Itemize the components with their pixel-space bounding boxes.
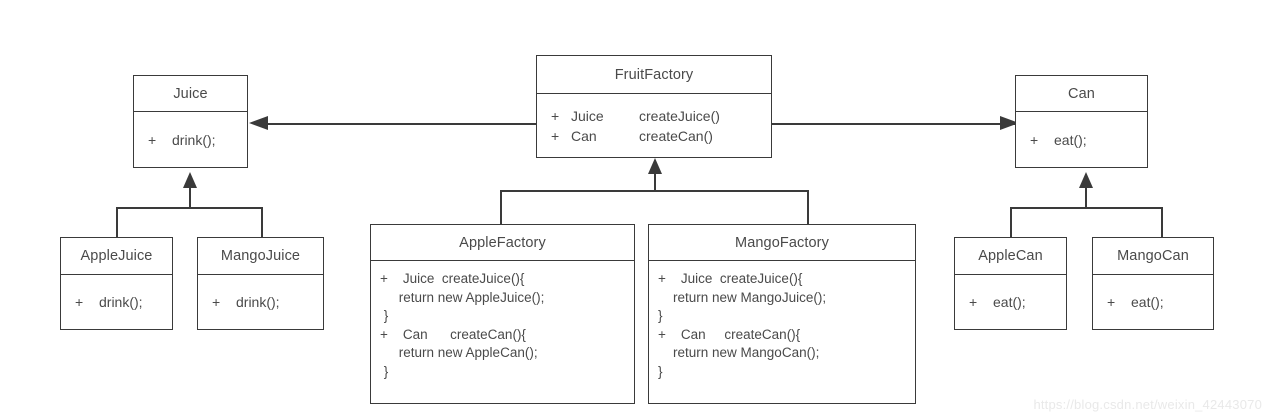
class-name-can: Can [1016, 76, 1147, 112]
watermark-text: https://blog.csdn.net/weixin_42443070 [1033, 397, 1262, 412]
visibility-marker: + [212, 294, 221, 310]
inheritance-drop-mangofactory [807, 190, 809, 225]
class-members-mangojuice: + drink(); [198, 275, 323, 329]
inheritance-stem-juice [189, 186, 191, 208]
member-signature: eat(); [993, 294, 1026, 310]
inheritance-stem-can [1085, 186, 1087, 208]
visibility-marker: + [969, 294, 978, 310]
visibility-marker: + [1107, 294, 1116, 310]
arrowhead-to-can [1000, 116, 1019, 130]
inheritance-stem-fruitfactory [654, 172, 656, 192]
class-box-can[interactable]: Can + eat(); [1015, 75, 1148, 168]
visibility-marker: + [551, 128, 560, 144]
code-line: } [380, 363, 389, 379]
class-box-applefactory[interactable]: AppleFactory + Juice createJuice(){ retu… [370, 224, 635, 404]
inheritance-drop-applejuice [116, 207, 118, 238]
code-line: return new MangoCan(); [658, 345, 820, 360]
class-members-mangofactory: + Juice createJuice(){ return new MangoJ… [649, 261, 915, 403]
code-line: return new MangoJuice(); [658, 289, 827, 305]
visibility-marker: + [148, 131, 157, 148]
connector-fruitfactory-to-juice [266, 123, 538, 125]
inheritance-triangle-fruitfactory [648, 158, 662, 174]
inheritance-bar-juice [116, 207, 263, 209]
class-name-applefactory: AppleFactory [371, 225, 634, 261]
member-signature: drink(); [236, 294, 280, 310]
member-signature: eat(); [1054, 131, 1087, 148]
code-line: + Can createCan(){ [658, 326, 801, 342]
class-box-mangofactory[interactable]: MangoFactory + Juice createJuice(){ retu… [648, 224, 916, 404]
inheritance-drop-mangocan [1161, 207, 1163, 238]
code-line: + Juice createJuice(){ [380, 271, 525, 286]
inheritance-drop-mangojuice [261, 207, 263, 238]
class-name-juice: Juice [134, 76, 247, 112]
code-line: return new AppleCan(); [380, 345, 538, 360]
member-row: + eat(); [1107, 295, 1164, 309]
code-line: + Can createCan(){ [380, 326, 526, 342]
inheritance-bar-fruitfactory [500, 190, 808, 192]
class-box-mangojuice[interactable]: MangoJuice + drink(); [197, 237, 324, 330]
inheritance-drop-applefactory [500, 190, 502, 225]
class-members-juice: + drink(); [134, 112, 247, 167]
class-name-mangojuice: MangoJuice [198, 238, 323, 275]
member-signature: drink(); [172, 131, 216, 148]
inheritance-triangle-can [1079, 172, 1093, 188]
class-members-fruitfactory: + Juice createJuice() + Can createCan() [537, 94, 771, 157]
member-row: + eat(); [1030, 133, 1087, 147]
member-signature: createCan() [639, 128, 713, 144]
inheritance-drop-applecan [1010, 207, 1012, 238]
visibility-marker: + [1030, 131, 1039, 148]
code-line: return new AppleJuice(); [380, 289, 545, 305]
class-members-applejuice: + drink(); [61, 275, 172, 329]
class-members-applecan: + eat(); [955, 275, 1066, 329]
code-line: } [380, 308, 389, 323]
inheritance-bar-can [1010, 207, 1162, 209]
member-row: + drink(); [148, 133, 216, 147]
class-members-mangocan: + eat(); [1093, 275, 1213, 329]
visibility-marker: + [75, 294, 84, 310]
class-name-applejuice: AppleJuice [61, 238, 172, 275]
member-type: Can [571, 128, 597, 144]
class-name-applecan: AppleCan [955, 238, 1066, 275]
class-box-applecan[interactable]: AppleCan + eat(); [954, 237, 1067, 330]
member-row: + drink(); [75, 295, 143, 309]
code-line: + Juice createJuice(){ [658, 271, 803, 286]
member-row: + Can createCan() [551, 126, 771, 146]
class-name-mangocan: MangoCan [1093, 238, 1213, 275]
class-members-can: + eat(); [1016, 112, 1147, 167]
member-row: + eat(); [969, 295, 1026, 309]
class-name-mangofactory: MangoFactory [649, 225, 915, 261]
member-type: Juice [571, 108, 604, 124]
class-name-fruitfactory: FruitFactory [537, 56, 771, 94]
member-signature: eat(); [1131, 294, 1164, 310]
member-signature: createJuice() [639, 108, 720, 124]
visibility-marker: + [551, 108, 560, 124]
code-line: } [658, 308, 663, 323]
class-box-fruitfactory[interactable]: FruitFactory + Juice createJuice() + Can… [536, 55, 772, 158]
class-box-juice[interactable]: Juice + drink(); [133, 75, 248, 168]
connector-fruitfactory-to-can [772, 123, 1015, 125]
arrowhead-to-juice [249, 116, 268, 130]
member-row: + drink(); [212, 295, 280, 309]
class-box-mangocan[interactable]: MangoCan + eat(); [1092, 237, 1214, 330]
class-box-applejuice[interactable]: AppleJuice + drink(); [60, 237, 173, 330]
code-line: } [658, 363, 663, 379]
member-row: + Juice createJuice() [551, 106, 771, 126]
member-signature: drink(); [99, 294, 143, 310]
class-members-applefactory: + Juice createJuice(){ return new AppleJ… [371, 261, 634, 403]
inheritance-triangle-juice [183, 172, 197, 188]
